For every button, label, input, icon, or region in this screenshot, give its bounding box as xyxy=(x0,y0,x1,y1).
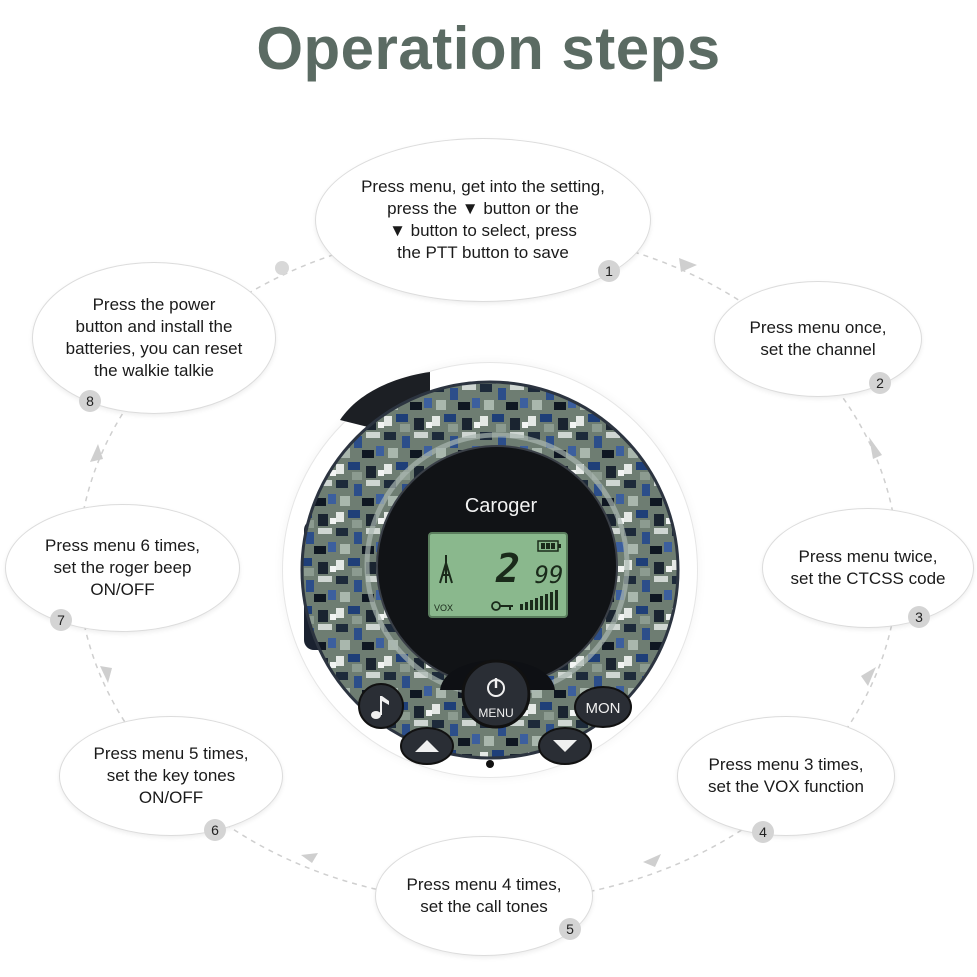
mon-button-label: MON xyxy=(586,700,621,717)
speaker-hole xyxy=(486,760,494,768)
step-1-badge: 1 xyxy=(598,260,620,282)
page-title: Operation steps xyxy=(256,15,721,82)
down-arrow-icon xyxy=(553,740,577,752)
step-4-bubble: Press menu 3 times, set the VOX function xyxy=(677,716,895,836)
tone-button[interactable] xyxy=(358,683,404,729)
step-8-badge: 8 xyxy=(79,390,101,412)
arrow-icon xyxy=(301,853,318,863)
up-button[interactable] xyxy=(400,727,454,765)
step-6-text: Press menu 5 times, set the key tones ON… xyxy=(93,744,249,807)
arrow-icon xyxy=(90,444,103,462)
step-7-badge: 7 xyxy=(50,609,72,631)
menu-button[interactable]: MENU xyxy=(461,659,531,729)
mon-button[interactable]: MON xyxy=(574,686,632,728)
lcd-code: 99 xyxy=(535,561,564,589)
step-5-badge: 5 xyxy=(559,918,581,940)
step-3-badge: 3 xyxy=(908,606,930,628)
up-arrow-icon xyxy=(415,740,439,752)
signal-bars-icon xyxy=(520,590,558,610)
step-3-text: Press menu twice, set the CTCSS code xyxy=(790,547,946,588)
step-6-bubble: Press menu 5 times, set the key tones ON… xyxy=(59,716,283,836)
step-4-badge: 4 xyxy=(752,821,774,843)
step-7-text: Press menu 6 times, set the roger beep O… xyxy=(45,536,200,599)
step-7-bubble: Press menu 6 times, set the roger beep O… xyxy=(5,504,240,632)
lcd-channel: 2 xyxy=(495,546,520,592)
step-5-bubble: Press menu 4 times, set the call tones xyxy=(375,836,593,956)
arrow-icon xyxy=(100,666,112,683)
step-8-text: Press the power button and install the b… xyxy=(65,295,243,380)
lcd-vox: VOX xyxy=(434,603,453,613)
antenna-icon xyxy=(439,555,453,584)
down-button[interactable] xyxy=(538,727,592,765)
arrow-icon xyxy=(679,258,697,272)
brand-logo: Caroger xyxy=(465,495,538,517)
lcd-screen xyxy=(428,532,568,618)
step-6-badge: 6 xyxy=(204,819,226,841)
step-3-bubble: Press menu twice, set the CTCSS code xyxy=(762,508,974,628)
step-1-text: Press menu, get into the setting, press … xyxy=(361,177,605,262)
menu-button-label: MENU xyxy=(478,706,513,720)
step-2-badge: 2 xyxy=(869,372,891,394)
battery-icon xyxy=(537,540,561,552)
music-note-icon xyxy=(371,696,389,719)
step-8-bubble: Press the power button and install the b… xyxy=(32,262,276,414)
step-1-bubble: Press menu, get into the setting, press … xyxy=(315,138,651,302)
arrow-icon xyxy=(869,437,882,459)
arrow-icon xyxy=(643,854,661,867)
arrow-icon xyxy=(861,667,876,686)
step-2-text: Press menu once, set the channel xyxy=(749,318,887,359)
ring-start-dot xyxy=(275,261,289,275)
step-4-text: Press menu 3 times, set the VOX function xyxy=(708,755,864,796)
step-5-text: Press menu 4 times, set the call tones xyxy=(406,875,562,916)
antenna-housing xyxy=(340,372,430,430)
key-icon xyxy=(491,601,513,611)
